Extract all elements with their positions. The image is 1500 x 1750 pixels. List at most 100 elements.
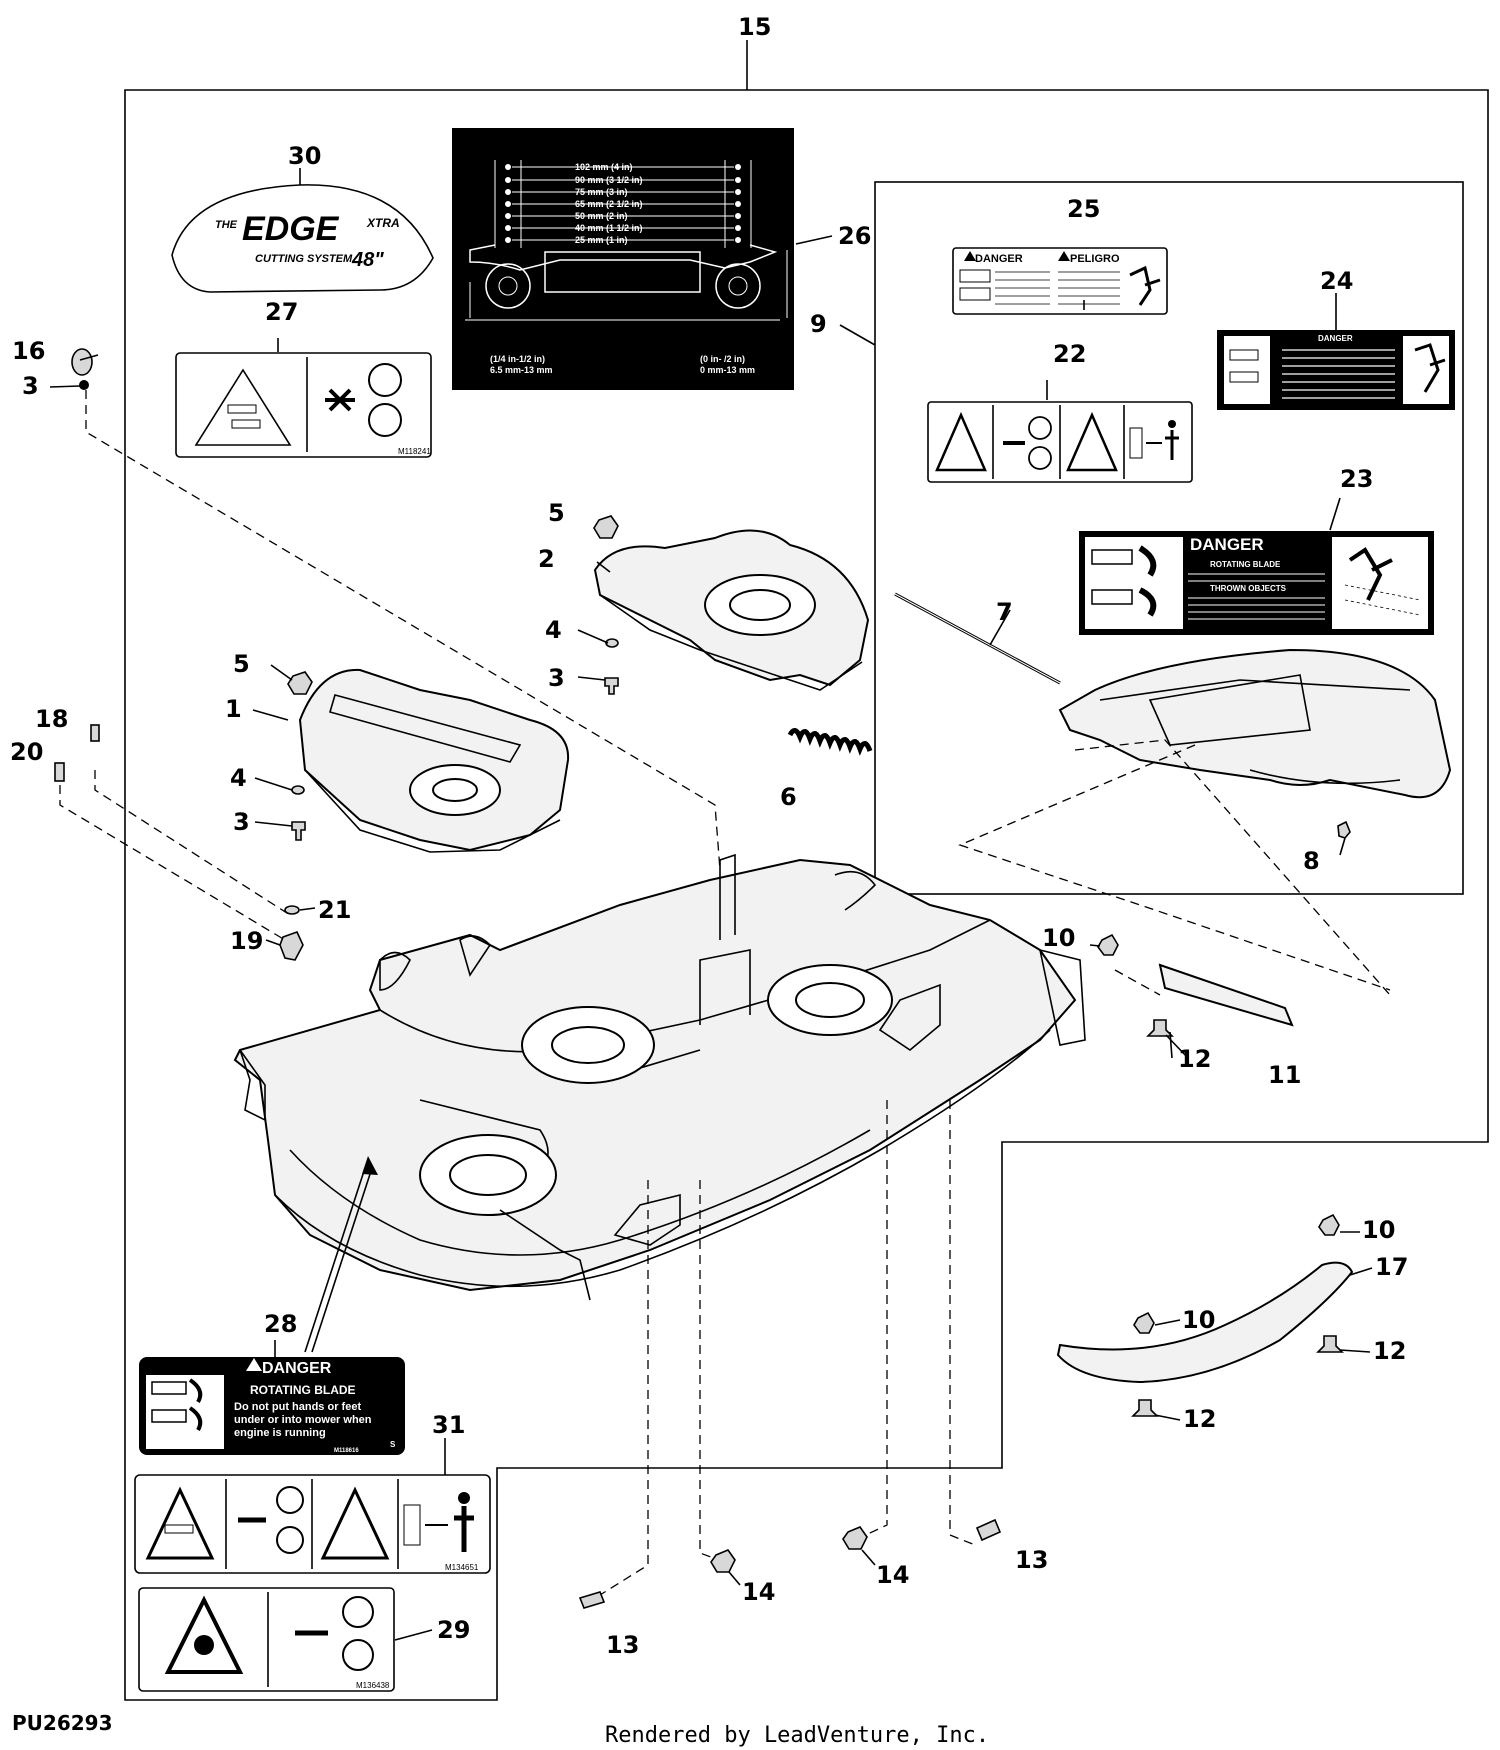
decal-23: DANGER ROTATING BLADE THROWN OBJECTS <box>1079 531 1434 635</box>
decal-30-edge: EDGE <box>242 210 340 248</box>
decal-26-left-bottom: 6.5 mm-13 mm <box>490 365 553 375</box>
callout-14-right: 14 <box>876 1561 909 1589</box>
height-3: 75 mm (3 in) <box>575 187 628 197</box>
decal-27-code: M118241 <box>398 447 431 456</box>
callout-8: 8 <box>1303 847 1320 875</box>
callout-9: 9 <box>810 310 827 338</box>
decal-29: M136438 <box>138 1587 395 1692</box>
decal-28-s: S <box>390 1440 396 1449</box>
callout-31: 31 <box>432 1411 465 1439</box>
decal-31: M134651 <box>134 1474 491 1574</box>
decal-27: M118241 <box>175 352 432 458</box>
callout-12-top: 12 <box>1178 1045 1211 1073</box>
grass-deflector <box>1058 648 1452 799</box>
callout-13-right: 13 <box>1015 1546 1048 1574</box>
height-5: 50 mm (2 in) <box>575 211 628 221</box>
callout-24: 24 <box>1320 267 1353 295</box>
decal-28: DANGER ROTATING BLADE Do not put hands o… <box>139 1357 405 1455</box>
callout-3-mid: 3 <box>548 664 565 692</box>
decal-28-rotating: ROTATING BLADE <box>250 1383 356 1397</box>
decal-30-xtra: XTRA <box>366 216 400 230</box>
callout-16: 16 <box>12 337 45 365</box>
hardware <box>54 348 1351 1609</box>
height-2: 90 mm (3 1/2 in) <box>575 175 643 185</box>
chute-guard-17 <box>1056 1261 1354 1384</box>
callout-3-top: 3 <box>22 372 39 400</box>
decal-31-code: M134651 <box>445 1563 479 1572</box>
callout-14-left: 14 <box>742 1578 775 1606</box>
decal-28-danger: DANGER <box>262 1360 332 1377</box>
callout-12-right: 12 <box>1373 1337 1406 1365</box>
callout-4-top: 4 <box>545 616 562 644</box>
callout-26: 26 <box>838 222 871 250</box>
callout-labels: 15 30 26 27 16 3 25 9 24 22 23 5 2 7 4 3… <box>10 13 1408 1659</box>
callout-19: 19 <box>230 927 263 955</box>
callout-13-left: 13 <box>606 1631 639 1659</box>
callout-7: 7 <box>996 598 1013 626</box>
decal-28-line2: under or into mower when <box>234 1414 372 1426</box>
callout-10-top: 10 <box>1042 924 1075 952</box>
callout-22: 22 <box>1053 340 1086 368</box>
callout-3-left: 3 <box>233 808 250 836</box>
decal-23-danger: DANGER <box>1190 535 1264 554</box>
callout-10-right: 10 <box>1362 1216 1395 1244</box>
callout-28: 28 <box>264 1310 297 1338</box>
footer-credit: Rendered by LeadVenture, Inc. <box>605 1723 989 1748</box>
callout-15: 15 <box>738 13 771 41</box>
decal-23-thrown: THROWN OBJECTS <box>1210 584 1287 593</box>
decal-28-code: M118616 <box>334 1448 359 1454</box>
callout-25: 25 <box>1067 195 1100 223</box>
decal-24: DANGER <box>1217 330 1455 410</box>
belt-shield-right <box>593 529 870 691</box>
part-id: PU26293 <box>12 1711 112 1735</box>
callout-1: 1 <box>225 695 242 723</box>
decal-30-edge-xtra: THE EDGE XTRA CUTTING SYSTEM 48" <box>171 184 434 293</box>
callout-20: 20 <box>10 738 43 766</box>
height-6: 40 mm (1 1/2 in) <box>575 223 643 233</box>
decal-25-peligro: PELIGRO <box>1070 253 1120 265</box>
spring-6 <box>787 728 873 756</box>
height-7: 25 mm (1 in) <box>575 235 628 245</box>
decal-28-line1: Do not put hands or feet <box>234 1401 361 1413</box>
callout-17: 17 <box>1375 1253 1408 1281</box>
callout-6: 6 <box>780 783 797 811</box>
rotating-blade-icon <box>325 363 402 437</box>
callout-21: 21 <box>318 896 351 924</box>
kit-outline-15 <box>124 89 1489 1701</box>
callout-30: 30 <box>288 142 321 170</box>
callout-11: 11 <box>1268 1061 1301 1089</box>
height-1: 102 mm (4 in) <box>575 162 633 172</box>
callout-12-low: 12 <box>1183 1405 1216 1433</box>
decal-25: DANGER PELIGRO <box>952 247 1168 315</box>
decal-25-danger: DANGER <box>975 253 1023 265</box>
callout-10-low: 10 <box>1182 1306 1215 1334</box>
callout-2: 2 <box>538 545 555 573</box>
decal-30-size: 48" <box>351 249 384 271</box>
decal-30-the: THE <box>215 219 238 231</box>
decal-28-line3: engine is running <box>234 1427 326 1439</box>
callout-4-left: 4 <box>230 764 247 792</box>
decal-22 <box>927 401 1193 483</box>
decal-26-right-top: (0 in- /2 in) <box>700 354 745 364</box>
decal-23-rotating: ROTATING BLADE <box>1210 560 1281 569</box>
callout-29: 29 <box>437 1616 470 1644</box>
leader-lines <box>49 168 1373 1641</box>
callout-5-left: 5 <box>233 650 250 678</box>
decal-26-left-top: (1/4 in-1/2 in) <box>490 354 545 364</box>
guard-11 <box>1158 963 1294 1027</box>
decal-26-height-chart: 102 mm (4 in) 90 mm (3 1/2 in) 75 mm (3 … <box>452 128 794 390</box>
decal-29-code: M136438 <box>356 1681 390 1690</box>
callout-27: 27 <box>265 298 298 326</box>
decal-30-system: CUTTING SYSTEM <box>255 253 353 265</box>
callout-5-top: 5 <box>548 499 565 527</box>
kit-outline-9 <box>874 181 1464 895</box>
callout-18: 18 <box>35 705 68 733</box>
belt-shield-left <box>298 668 570 853</box>
mower-deck <box>233 853 1086 1301</box>
assembly-lines <box>59 390 1391 1596</box>
decal-26-right-bottom: 0 mm-13 mm <box>700 365 755 375</box>
callout-23: 23 <box>1340 465 1373 493</box>
height-4: 65 mm (2 1/2 in) <box>575 199 643 209</box>
decal-24-danger: DANGER <box>1318 334 1353 343</box>
